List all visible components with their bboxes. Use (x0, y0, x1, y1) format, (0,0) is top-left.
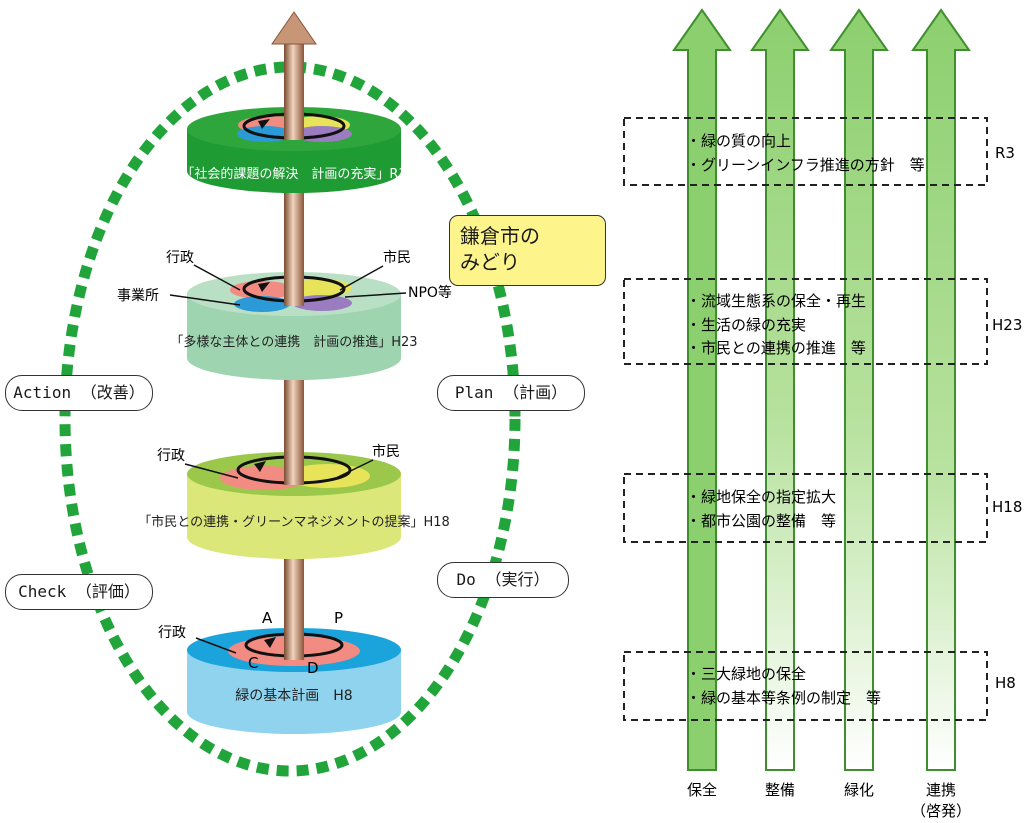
period-h18: ・緑地保全の指定拡大 ・都市公園の整備 等 H18 (623, 473, 1022, 543)
layer-h8-caption: 緑の基本計画 H8 (235, 687, 352, 704)
layer-h18-caption: 「市民との連携・グリーンマネジメントの提案」H18 (138, 514, 450, 530)
arrow-renkei (911, 8, 971, 771)
h8-label-gyosei: 行政 (158, 625, 186, 641)
h18-label-gyosei: 行政 (157, 448, 185, 464)
period-h18-line2: ・都市公園の整備 等 (686, 512, 836, 530)
arrow-seibi (750, 8, 810, 771)
period-h23-line3: ・市民との連携の推進 等 (686, 339, 866, 357)
h23-label-jigyosho: 事業所 (117, 288, 159, 304)
period-r3: ・緑の質の向上 ・グリーンインフラ推進の方針 等 R3 (623, 117, 1015, 186)
period-r3-line1: ・緑の質の向上 (686, 132, 791, 150)
period-h23: ・流域生態系の保全・再生 ・生活の緑の充実 ・市民との連携の推進 等 H23 (623, 278, 1022, 365)
h23-label-npo: NPO等 (408, 284, 452, 301)
note-line2: みどり (460, 250, 520, 274)
period-h18-line1: ・緑地保全の指定拡大 (686, 488, 836, 506)
h23-label-shimin: 市民 (383, 249, 411, 266)
period-h8-era: H8 (995, 674, 1016, 692)
h8-label-p: P (334, 609, 343, 627)
h8-label-c: C (248, 654, 258, 672)
period-h8-line1: ・三大緑地の保全 (686, 665, 806, 683)
kamakura-green-note: 鎌倉市の みどり (449, 215, 606, 286)
period-h23-era: H23 (992, 316, 1022, 334)
layer-h23-caption: 「多様な主体との連携 計画の推進」H23 (170, 334, 417, 350)
period-h23-line1: ・流域生態系の保全・再生 (686, 292, 866, 310)
h23-label-gyosei: 行政 (166, 250, 194, 266)
arrow-hozen (672, 8, 732, 771)
h8-label-d: D (307, 659, 319, 677)
layer-r3-caption: 「社会的課題の解決 計画の充実」R3 (181, 166, 406, 182)
period-h23-line2: ・生活の緑の充実 (686, 316, 806, 334)
period-h8-line2: ・緑の基本等条例の制定 等 (686, 689, 881, 707)
h18-label-shimin: 市民 (372, 443, 400, 460)
arrow-ryokka (829, 8, 889, 771)
period-r3-line2: ・グリーンインフラ推進の方針 等 (686, 156, 925, 174)
pdca-check: Check （評価） (5, 574, 153, 610)
column-label-ryokka: 緑化 (844, 781, 874, 799)
column-label-renkei: 連携 (926, 781, 956, 799)
pdca-do: Do （実行） (437, 562, 569, 598)
layer-r3: 「社会的課題の解決 計画の充実」R3 (181, 107, 407, 193)
column-label-seibi: 整備 (765, 781, 795, 799)
period-r3-era: R3 (995, 144, 1015, 162)
period-h8: ・三大緑地の保全 ・緑の基本等条例の制定 等 H8 (623, 651, 1016, 721)
cycle-ring (59, 61, 521, 777)
column-label-hozen: 保全 (687, 781, 717, 799)
pdca-plan: Plan （計画） (437, 375, 585, 411)
pdca-action: Action （改善） (5, 375, 153, 411)
layer-h8: 緑の基本計画 H8 行政 A P C D (158, 609, 401, 734)
growth-arrow-head-icon (271, 11, 317, 45)
timeline-arrows (672, 8, 971, 771)
period-h18-era: H18 (992, 498, 1022, 516)
note-line1: 鎌倉市の (460, 224, 540, 248)
h8-label-a: A (262, 609, 273, 627)
column-sub-renkei: （啓発） (911, 802, 971, 820)
